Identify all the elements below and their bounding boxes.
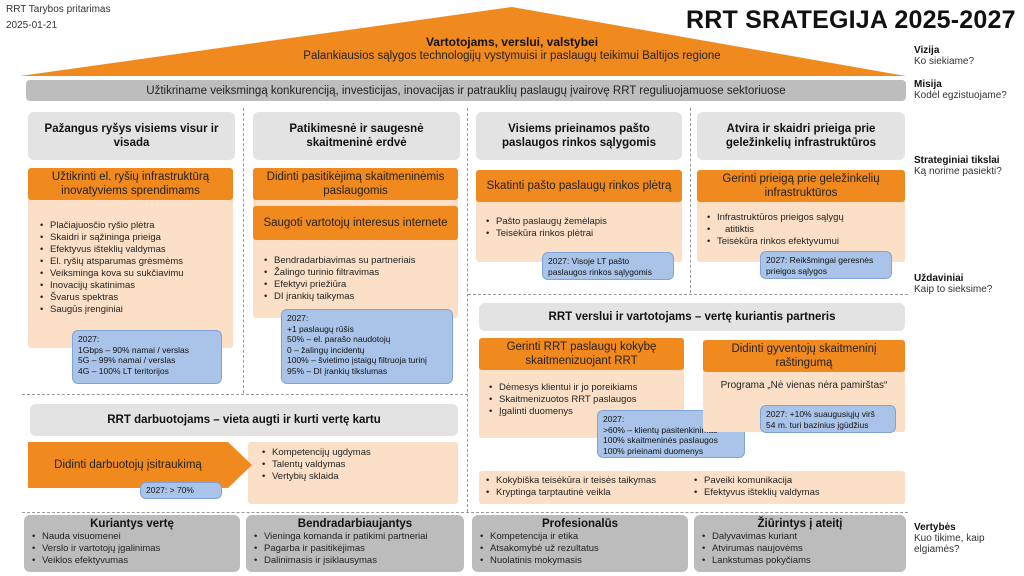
list-item: Vertybių sklaida: [262, 471, 371, 483]
mission-bar: Užtikriname veiksmingą konkurenciją, inv…: [26, 80, 906, 101]
kpi-box: 2027: +1 paslaugų rūšis 50% – el. parašo…: [281, 309, 453, 384]
approval-date: 2025-01-21: [6, 20, 58, 31]
task-bullets: Bendradarbiavimas su partneriais Žalingo…: [264, 255, 416, 303]
list-item: Pagarba ir pasitikėjimas: [254, 543, 464, 555]
value-card-collaborating: Bendradarbiaujantys Vieninga komanda ir …: [246, 515, 464, 572]
list-item: Teisėkūra rinkos plėtrai: [486, 228, 607, 240]
kpi-box: 2027: Visoje LT pašto paslaugos rinkos s…: [542, 252, 674, 280]
value-title: Profesionalūs: [541, 518, 619, 530]
task-railway-access: Gerinti prieigą prie geležinkelių infras…: [697, 170, 905, 202]
value-title: Žiūrintys į ateitį: [757, 518, 843, 530]
divider: [690, 108, 691, 293]
kpi-box: 2027: +10% suaugusiųjų virš 54 m. turi b…: [760, 405, 896, 433]
list-item: Saugūs įrenginiai: [40, 304, 184, 316]
list-item: Efektyvus išteklių valdymas: [694, 487, 820, 499]
task-employee-engagement: Didinti darbuotojų įsitraukimą: [54, 459, 202, 471]
list-item: Kryptinga tarptautinė veikla: [486, 487, 656, 499]
goal-title-postal: Visiems prieinamos pašto paslaugos rinko…: [476, 112, 682, 160]
side-label-values: Vertybės Kuo tikime, kaip elgiamės?: [914, 522, 985, 555]
divider: [468, 294, 908, 295]
list-item: Atsakomybė už rezultatus: [480, 543, 688, 555]
list-item: Veiksminga kova su sukčiavimu: [40, 268, 184, 280]
goal-title-railway: Atvira ir skaidri prieiga prie geležinke…: [697, 112, 905, 160]
kpi-box: 2027: > 70%: [140, 482, 222, 499]
list-item: Talentų valdymas: [262, 459, 371, 471]
value-title: Bendradarbiaujantys: [297, 518, 413, 530]
kpi-box: 2027: Reikšmingai geresnės prieigos sąly…: [760, 251, 892, 279]
list-item: atitiktis: [707, 224, 844, 236]
vision-line1: Vartotojams, verslui, valstybei: [425, 35, 599, 49]
list-item: Dalinimasis ir įsiklausymas: [254, 555, 464, 567]
task-bullets: Dėmesys klientui ir jo poreikiams Skaitm…: [489, 382, 637, 418]
side-label-vision: Vizija Ko siekiame?: [914, 45, 975, 67]
side-label-goals: Strateginiai tikslai Ką norime pasiekti?: [914, 155, 1002, 177]
list-item: Kokybiška teisėkūra ir teisės taikymas: [486, 475, 656, 487]
task-bullets: Infrastruktūros prieigos sąlygų atitikti…: [707, 212, 844, 248]
task-postal-market: Skatinti pašto paslaugų rinkos plėtrą: [476, 170, 682, 202]
employee-engagement-arrow: [28, 442, 252, 488]
list-item: Nauda visuomenei: [32, 531, 240, 543]
list-item: Įgalinti duomenys: [489, 406, 637, 418]
list-item: Žalingo turinio filtravimas: [264, 267, 416, 279]
divider: [22, 512, 908, 513]
value-card-creating-value: Kuriantys vertę Nauda visuomenei Verslo …: [24, 515, 240, 572]
task-infrastructure: Užtikrinti el. ryšių infrastruktūrą inov…: [28, 168, 233, 200]
list-item: Nuolatinis mokymasis: [480, 555, 688, 567]
list-item: Teisėkūra rinkos efektyvumui: [707, 236, 844, 248]
list-item: Atvirumas naujovėms: [702, 543, 906, 555]
list-item: Lankstumas pokyčiams: [702, 555, 906, 567]
task-consumer-protection: Saugoti vartotojų interesus internete: [253, 206, 458, 240]
vision-line2: Palankiausios sąlygos technologijų vysty…: [303, 50, 721, 62]
divider: [467, 108, 468, 512]
side-label-mission: Misija Kodėl egzistuojame?: [914, 79, 1007, 101]
vision-roof: [20, 7, 906, 76]
list-item: Efektyvi priežiūra: [264, 279, 416, 291]
value-title: Kuriantys vertę: [90, 518, 174, 530]
kpi-box: 2027: >60% – klientų pasitenkinimas 100%…: [597, 410, 745, 458]
common-tasks-right: Paveiki komunikacija Efektyvus išteklių …: [694, 475, 820, 499]
list-item: Verslo ir vartotojų įgalinimas: [32, 543, 240, 555]
list-item: Kompetencija ir etika: [480, 531, 688, 543]
list-item: Efektyvus išteklių valdymas: [40, 244, 184, 256]
list-item: Inovacijų skatinimas: [40, 280, 184, 292]
list-item: Paveiki komunikacija: [694, 475, 820, 487]
task-trust: Didinti pasitikėjimą skaitmeninėmis pasl…: [253, 168, 458, 200]
side-label-tasks: Uždaviniai Kaip to sieksime?: [914, 273, 993, 295]
list-item: Infrastruktūros prieigos sąlygų: [707, 212, 844, 224]
list-item: Švarus spektras: [40, 292, 184, 304]
list-item: Veiklos efektyvumas: [32, 555, 240, 567]
goal-title-connectivity: Pažangus ryšys visiems visur ir visada: [28, 112, 235, 160]
list-item: Dalyvavimas kuriant: [702, 531, 906, 543]
goal-title-partner: RRT verslui ir vartotojams – vertę kuria…: [479, 303, 905, 331]
page-title: RRT SRATEGIJA 2025-2027: [686, 6, 1016, 34]
kpi-box: 2027: 1Gbps – 90% namai / verslas 5G – 9…: [72, 330, 222, 384]
list-item: Vieninga komanda ir patikimi partneriai: [254, 531, 464, 543]
list-item: Dėmesys klientui ir jo poreikiams: [489, 382, 637, 394]
divider: [243, 108, 244, 393]
goal-title-digital-space: Patikimesnė ir saugesnė skaitmeninė erdv…: [253, 112, 460, 160]
list-item: El. ryšių atsparumas grėsmėms: [40, 256, 184, 268]
task-bullets: Pašto paslaugų žemėlapis Teisėkūra rinko…: [486, 216, 607, 240]
task-rrt-quality: Gerinti RRT paslaugų kokybę skaitmenizuo…: [479, 338, 684, 370]
common-tasks-left: Kokybiška teisėkūra ir teisės taikymas K…: [486, 475, 656, 499]
task-bullets: Plačiajuosčio ryšio plėtra Skaidri ir są…: [40, 220, 184, 316]
list-item: Bendradarbiavimas su partneriais: [264, 255, 416, 267]
value-card-professional: Profesionalūs Kompetencija ir etika Atsa…: [472, 515, 688, 572]
list-item: Skaidri ir sąžininga prieiga: [40, 232, 184, 244]
list-item: Plačiajuosčio ryšio plėtra: [40, 220, 184, 232]
program-label: Programa „Nė vienas nėra pamirštas“: [720, 380, 888, 391]
goal-title-employees: RRT darbuotojams – vieta augti ir kurti …: [30, 404, 458, 436]
task-bullets: Kompetencijų ugdymas Talentų valdymas Ve…: [262, 447, 371, 483]
divider: [22, 394, 468, 395]
list-item: Pašto paslaugų žemėlapis: [486, 216, 607, 228]
list-item: Kompetencijų ugdymas: [262, 447, 371, 459]
task-digital-literacy: Didinti gyventojų skaitmeninį raštingumą: [703, 340, 905, 372]
approval-note: RRT Tarybos pritarimas: [6, 4, 111, 15]
list-item: Skaitmenizuotos RRT paslaugos: [489, 394, 637, 406]
value-card-future: Žiūrintys į ateitį Dalyvavimas kuriant A…: [694, 515, 906, 572]
list-item: DI įrankių taikymas: [264, 291, 416, 303]
